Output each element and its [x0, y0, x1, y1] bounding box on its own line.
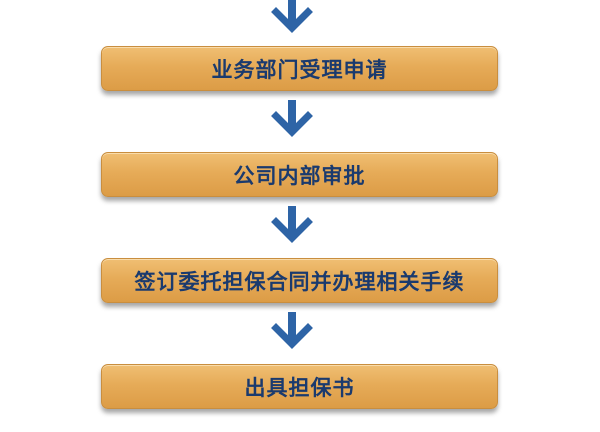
arrow-down-icon: [271, 312, 313, 349]
flow-step-internal-approval: 公司内部审批: [101, 152, 498, 197]
flow-step-issue-guarantee: 出具担保书: [101, 364, 498, 409]
arrow-down-icon: [271, 100, 313, 137]
flow-step-sign-contract: 签订委托担保合同并办理相关手续: [101, 258, 498, 303]
arrow-down-icon: [271, 0, 313, 33]
arrow-down-icon: [271, 206, 313, 243]
flow-step-business-dept-accepts: 业务部门受理申请: [101, 46, 498, 91]
flow-step-label: 业务部门受理申请: [211, 57, 388, 82]
flow-step-label: 出具担保书: [244, 375, 355, 400]
flow-step-label: 签订委托担保合同并办理相关手续: [134, 269, 465, 294]
flow-step-label: 公司内部审批: [233, 163, 366, 188]
